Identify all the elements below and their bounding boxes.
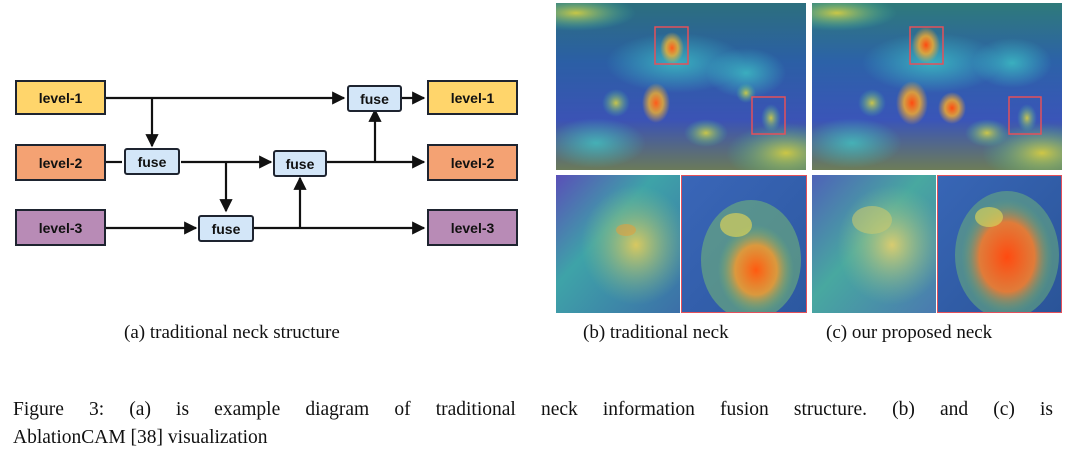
input-level-2: level-2 xyxy=(15,144,106,181)
face-crop-heatmap-proposed-left xyxy=(812,175,936,313)
subcaption-c: (c) our proposed neck xyxy=(826,322,993,343)
diagram-arrows xyxy=(106,91,426,235)
highlight-box xyxy=(909,26,944,65)
fuse-node-level-2: fuse xyxy=(124,148,180,175)
face-crop-heatmap-proposed-right xyxy=(937,175,1062,313)
fuse-node-level-3: fuse xyxy=(198,215,254,242)
output-level-1: level-1 xyxy=(427,80,518,115)
highlight-box xyxy=(654,26,689,65)
caption-line-2: AblationCAM [38] visualization xyxy=(13,427,268,448)
neck-structure-diagram: level-1 level-2 level-3 fuse fuse fuse f… xyxy=(0,0,540,310)
figure-caption: Figure 3: (a) is example diagram of trad… xyxy=(13,396,1053,452)
highlight-box xyxy=(751,96,786,135)
face-crop-heatmap-traditional-left xyxy=(556,175,680,313)
crowd-heatmap-traditional xyxy=(556,3,806,170)
subcaption-b: (b) traditional neck xyxy=(583,322,729,343)
subcaption-a: (a) traditional neck structure xyxy=(124,322,340,343)
face-crop-heatmap-traditional-right xyxy=(681,175,807,313)
input-level-1: level-1 xyxy=(15,80,106,115)
caption-line-1: Figure 3: (a) is example diagram of trad… xyxy=(13,399,1053,420)
fuse-node-middle: fuse xyxy=(273,150,327,177)
fuse-node-top: fuse xyxy=(347,85,402,112)
highlight-box xyxy=(1008,96,1042,135)
output-level-2: level-2 xyxy=(427,144,518,181)
input-level-3: level-3 xyxy=(15,209,106,246)
crowd-heatmap-proposed xyxy=(812,3,1062,170)
output-level-3: level-3 xyxy=(427,209,518,246)
